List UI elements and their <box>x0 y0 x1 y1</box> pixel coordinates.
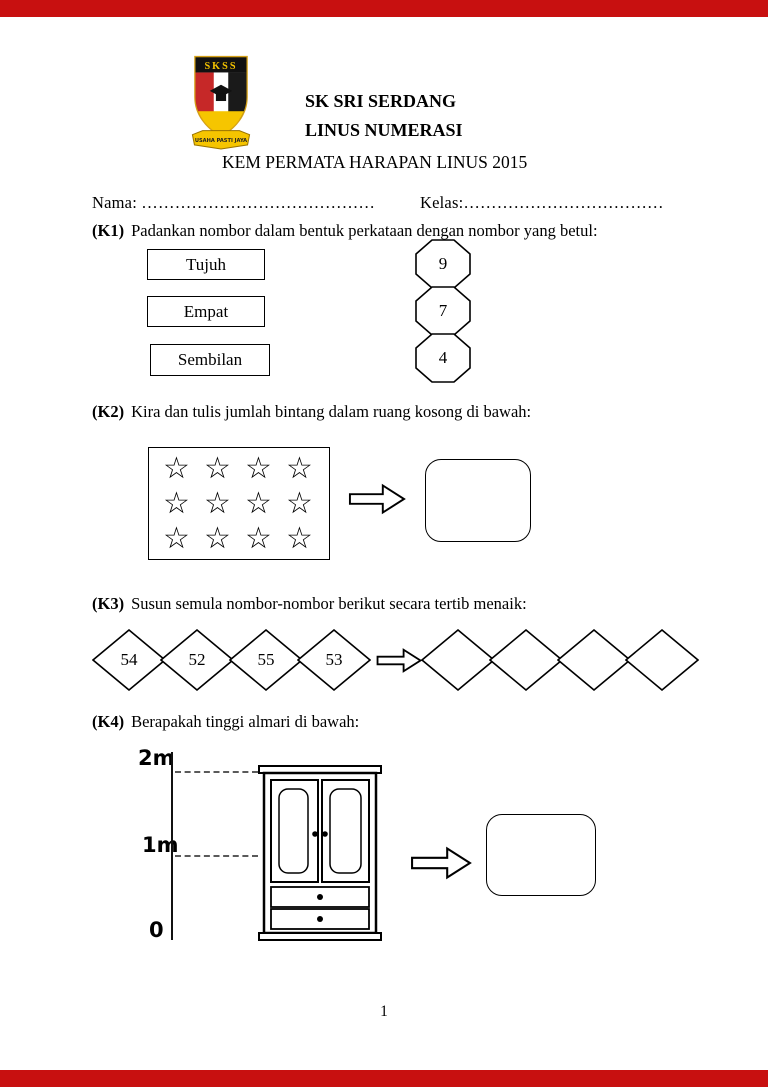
k3-empty-diamond-4 <box>625 629 699 691</box>
k1-number-octagon-4: 4 <box>415 333 471 383</box>
k3-text: Susun semula nombor-nombor berikut secar… <box>131 594 527 613</box>
star-icon: ☆ <box>286 521 313 556</box>
k2-prompt: (K2) Kira dan tulis jumlah bintang dalam … <box>92 402 531 422</box>
star-icon: ☆ <box>163 486 190 521</box>
k4-arrow-right-icon <box>410 844 472 882</box>
k1-word-box-tujuh: Tujuh <box>147 249 265 280</box>
k3-prompt: (K3) Susun semula nombor-nombor berikut s… <box>92 594 527 614</box>
k2-star-box: ☆ ☆ ☆ ☆ ☆ ☆ ☆ ☆ ☆ ☆ ☆ ☆ <box>148 447 330 560</box>
k3-number-1: 54 <box>120 650 138 669</box>
k1-word-box-empat: Empat <box>147 296 265 327</box>
k1-number-octagon-9: 9 <box>415 239 471 289</box>
school-crest-logo: SKSS USAHA PASTI JAYA <box>188 50 254 150</box>
k3-number-diamond-3: 55 <box>229 629 303 691</box>
k4-answer-box <box>486 814 596 896</box>
k1-word-3: Sembilan <box>177 350 243 369</box>
k1-text: Padankan nombor dalam bentuk perkataan d… <box>131 221 598 240</box>
k4-scale-0: 0 <box>149 918 164 942</box>
event-title: KEM PERMATA HARAPAN LINUS 2015 <box>222 152 528 172</box>
k3-empty-diamond-3 <box>557 629 631 691</box>
star-icon: ☆ <box>204 451 231 486</box>
k1-number-1: 9 <box>438 254 448 273</box>
k4-dashed-line-1m <box>175 855 258 857</box>
crest-icon: SKSS USAHA PASTI JAYA <box>191 55 251 150</box>
k3-arrow-right-icon <box>376 646 423 675</box>
star-icon: ☆ <box>163 451 190 486</box>
k1-prompt: (K1) Padankan nombor dalam bentuk perkata… <box>92 221 598 241</box>
school-name: SK SRI SERDANG <box>305 91 457 111</box>
k4-dashed-line-2m <box>175 771 258 773</box>
k4-text: Berapakah tinggi almari di bawah: <box>131 712 360 731</box>
crest-motto: USAHA PASTI JAYA <box>195 138 247 144</box>
k1-word-1: Tujuh <box>185 254 226 274</box>
k1-word-2: Empat <box>183 301 229 321</box>
k2-answer-box <box>425 459 531 542</box>
k4-code: (K4) <box>92 712 125 731</box>
k1-number-3: 4 <box>438 348 448 367</box>
k2-arrow-right-icon <box>348 481 406 517</box>
program-name: LINUS NUMERASI <box>305 120 463 140</box>
k3-number-2: 52 <box>188 650 206 669</box>
k4-axis-line <box>171 752 173 940</box>
k3-empty-diamond-1 <box>421 629 495 691</box>
k1-number-2: 7 <box>438 301 448 320</box>
k1-word-box-sembilan: Sembilan <box>150 344 270 376</box>
k3-number-diamond-4: 53 <box>297 629 371 691</box>
name-field: Nama: …………………………………… <box>92 193 376 212</box>
k2-code: (K2) <box>92 402 125 421</box>
class-field: Kelas:……………………………… <box>420 193 664 212</box>
star-icon: ☆ <box>286 451 313 486</box>
star-icon: ☆ <box>245 486 272 521</box>
k2-text: Kira dan tulis jumlah bintang dalam ruan… <box>131 402 532 421</box>
k3-number-4: 53 <box>325 650 343 669</box>
star-icon: ☆ <box>204 486 231 521</box>
star-icon: ☆ <box>245 451 272 486</box>
k3-number-diamond-1: 54 <box>92 629 166 691</box>
k3-empty-diamond-2 <box>489 629 563 691</box>
k3-number-diamond-2: 52 <box>160 629 234 691</box>
star-icon: ☆ <box>245 521 272 556</box>
page-number: 1 <box>380 1003 388 1020</box>
star-icon: ☆ <box>286 486 313 521</box>
k1-code: (K1) <box>92 221 125 240</box>
crest-acronym: SKSS <box>204 61 237 72</box>
k4-scale-1m: 1m <box>142 833 179 857</box>
k4-wardrobe-illustration <box>256 764 384 942</box>
star-icon: ☆ <box>204 521 231 556</box>
top-border-bar <box>0 0 768 17</box>
k4-prompt: (K4) Berapakah tinggi almari di bawah: <box>92 712 359 732</box>
k1-number-octagon-7: 7 <box>415 286 471 336</box>
wardrobe-icon <box>258 765 382 941</box>
k3-number-3: 55 <box>257 650 275 669</box>
star-icon: ☆ <box>163 521 190 556</box>
k4-scale-2m: 2m <box>138 746 175 770</box>
k3-code: (K3) <box>92 594 125 613</box>
bottom-border-bar <box>0 1070 768 1087</box>
